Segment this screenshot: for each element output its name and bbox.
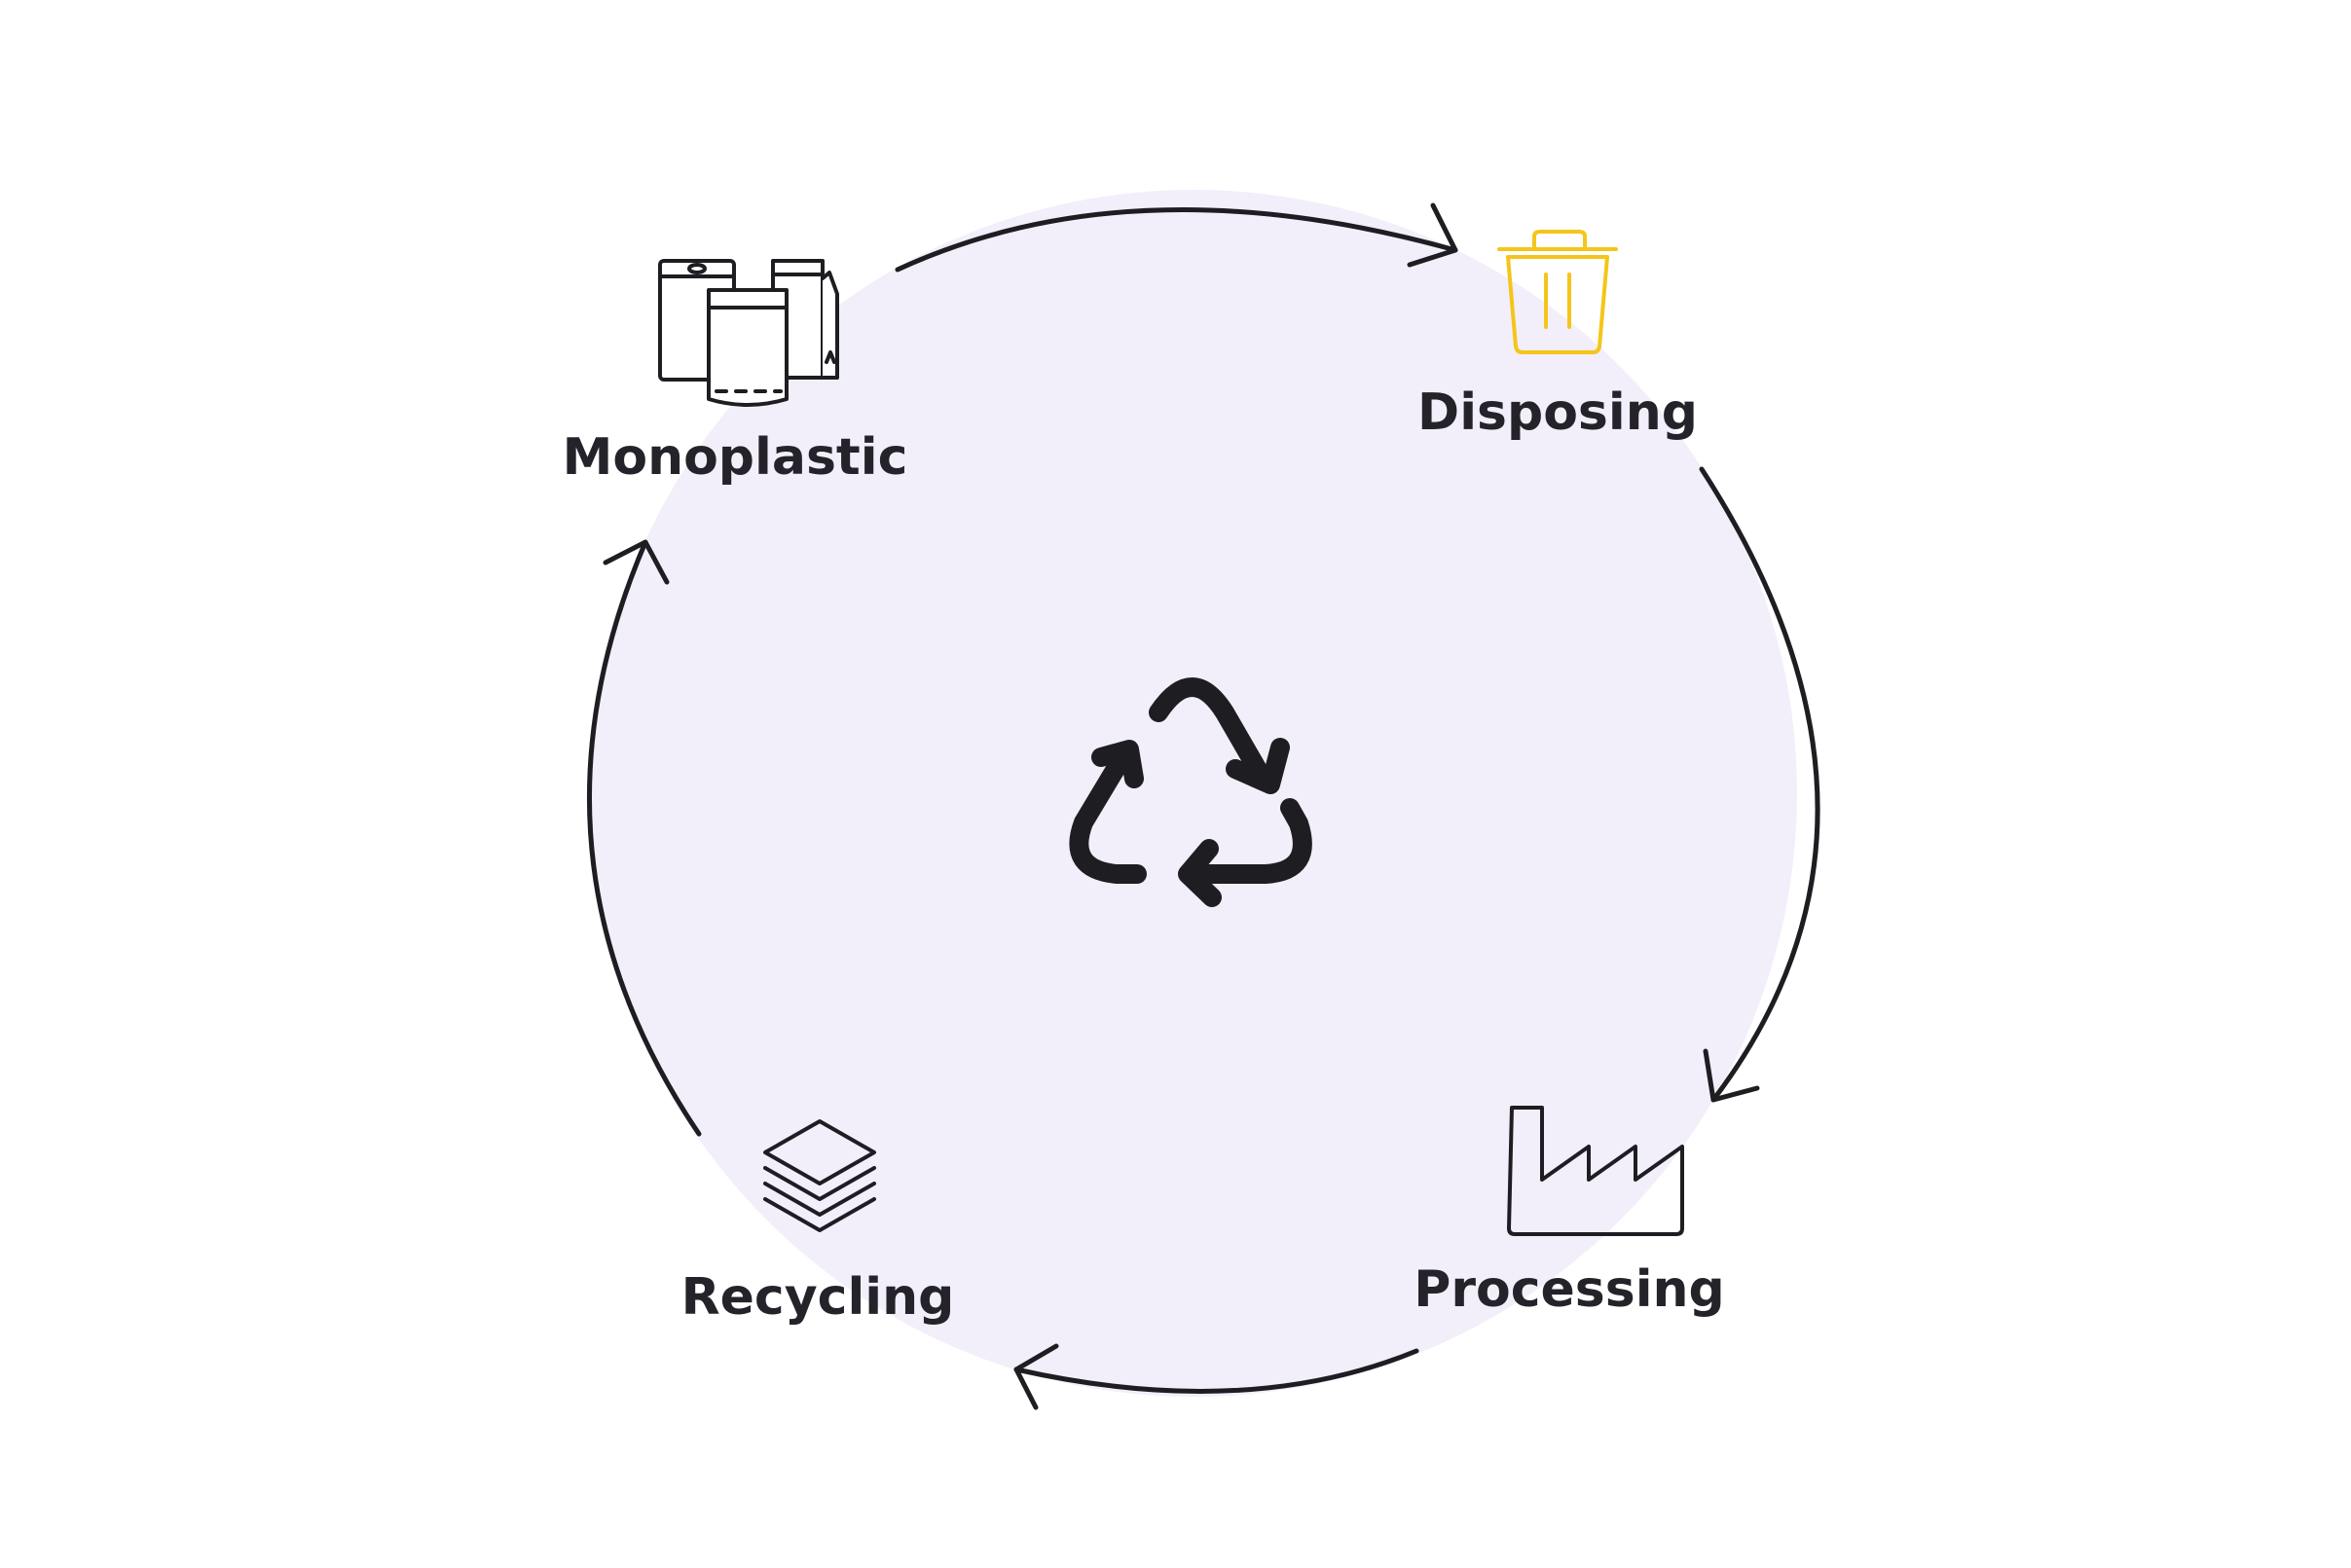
recycle-icon bbox=[1069, 677, 1312, 907]
stage-label-processing: Processing bbox=[1414, 1260, 1725, 1319]
arc-arrow-monoplastic-to-disposing bbox=[895, 202, 1458, 273]
arrowhead-icon bbox=[1013, 1343, 1059, 1410]
stage-label-disposing: Disposing bbox=[1417, 383, 1698, 442]
trash-bin-icon bbox=[1497, 230, 1618, 354]
stage-label-monoplastic: Monoplastic bbox=[562, 428, 908, 487]
packaging-pouches-icon bbox=[658, 259, 839, 407]
arc-arrow-disposing-to-processing bbox=[1699, 466, 1820, 1103]
arc-arrow-processing-to-recycling bbox=[1013, 1343, 1419, 1410]
arrowhead-icon bbox=[1407, 202, 1458, 268]
arrowhead-icon bbox=[1703, 1048, 1760, 1103]
factory-icon bbox=[1507, 1106, 1684, 1236]
arrowhead-icon bbox=[603, 539, 670, 585]
stacked-layers-icon bbox=[763, 1119, 876, 1232]
stage-label-recycling: Recycling bbox=[680, 1268, 955, 1327]
arc-arrow-recycling-to-monoplastic bbox=[586, 539, 702, 1137]
cycle-background-circle bbox=[590, 190, 1797, 1397]
